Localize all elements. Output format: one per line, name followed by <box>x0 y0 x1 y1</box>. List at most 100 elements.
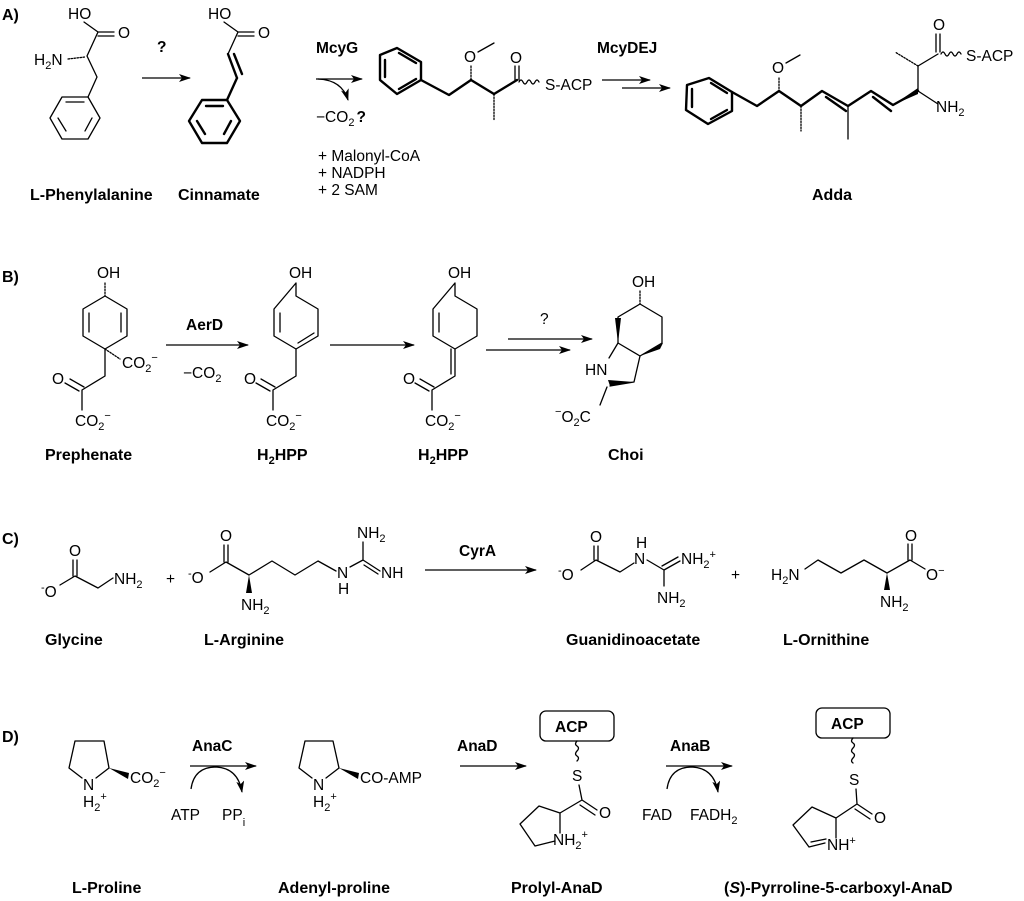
h2hpp-structure-2: OH O CO2− <box>403 265 478 433</box>
atom-label: O <box>69 543 81 560</box>
compound-name: L-Proline <box>72 880 141 897</box>
atom-label: S-ACP <box>966 48 1013 65</box>
atom-label: NH2 <box>241 597 270 617</box>
cofactor-arrow <box>190 766 245 793</box>
atom-label: O <box>403 371 415 388</box>
atom-label: O <box>52 371 64 388</box>
compound-name: Cinnamate <box>178 187 260 204</box>
atom-label: HO <box>208 6 231 23</box>
atom-label: N <box>83 777 94 794</box>
atom-label: O <box>772 60 784 77</box>
atom-label: S-ACP <box>545 77 592 94</box>
enzyme-label: McyDEJ <box>597 40 657 57</box>
cofactor-in: FAD <box>642 807 672 824</box>
atom-label: OH <box>97 265 120 282</box>
atom-label: S <box>572 768 582 785</box>
cofactor-out: FADH2 <box>690 807 737 827</box>
l-ornithine-structure: H2N O O− NH2 <box>771 528 945 614</box>
enzyme-label: McyG <box>316 40 358 57</box>
cofactor-out: PPi <box>222 807 245 829</box>
atom-label: CO2− <box>266 410 302 433</box>
panel-label: B) <box>2 269 19 286</box>
adda-structure: O NH2 O S-ACP <box>684 17 1013 140</box>
enzyme-label: ? <box>157 39 166 56</box>
panel-label: C) <box>2 531 19 548</box>
atom-label: NH+ <box>827 835 856 854</box>
atom-label: OH <box>632 274 655 291</box>
atom-label: CO2− <box>122 352 158 375</box>
atom-label: OH <box>448 265 471 282</box>
atom-label: H2+ <box>83 791 107 814</box>
compound-name: Prolyl-AnaD <box>511 880 603 897</box>
atom-label: O <box>933 17 945 34</box>
atom-label: OH <box>289 265 312 282</box>
atom-label: O <box>118 25 130 42</box>
enzyme-label: AnaD <box>457 738 497 755</box>
atom-label: CO2− <box>75 410 111 433</box>
atom-label: H2+ <box>313 791 337 814</box>
cofactor-label: + NADPH <box>318 165 386 182</box>
compound-name: Adenyl-proline <box>278 880 390 897</box>
l-proline-structure: N H2+ CO2− <box>68 740 166 814</box>
cinnamate-structure: HO O <box>187 6 270 145</box>
compound-name: (S)-Pyrroline-5-carboxyl-AnaD <box>724 880 953 897</box>
enzyme-label: ? <box>540 311 549 328</box>
adenyl-proline-structure: N H2+ CO-AMP <box>298 740 422 814</box>
enzyme-label: CyrA <box>459 543 496 560</box>
atom-label: O <box>244 371 256 388</box>
atom-label: O <box>905 528 917 545</box>
cofactor-label: + Malonyl-CoA <box>318 148 421 165</box>
side-product-arrow <box>317 78 349 101</box>
atom-label: −O2C <box>555 406 591 429</box>
atom-label: S <box>849 772 859 789</box>
panel-label: A) <box>2 7 19 24</box>
l-arginine-structure: O -O NH2 N H NH2 NH <box>188 525 403 617</box>
glycine-structure: O -O NH2 <box>41 543 143 601</box>
atom-label: -O <box>41 582 57 601</box>
atom-label: O <box>510 50 522 67</box>
atom-label: O <box>220 528 232 545</box>
guanidinoacetate-structure: O -O H N NH2+ NH2 <box>558 529 716 610</box>
atom-label: -O <box>558 565 574 584</box>
compound-name: Prephenate <box>45 447 132 464</box>
panel-b: B) OH CO2− O CO2− Prephenate AerD −CO2 O… <box>2 265 663 467</box>
atom-label: NH2 <box>936 99 965 119</box>
atom-label: CO2− <box>130 767 166 790</box>
atom-label: H2N <box>34 52 63 72</box>
plus-sign: + <box>731 567 740 584</box>
panel-d: D) N H2+ CO2− L-Proline AnaC ATP PPi N H… <box>2 707 953 897</box>
compound-name: L-Ornithine <box>783 632 869 649</box>
atom-label: O <box>590 529 602 546</box>
compound-name: Adda <box>812 187 852 204</box>
atom-label: HO <box>68 6 91 23</box>
enzyme-label: AnaB <box>670 738 710 755</box>
compound-name: Choi <box>608 447 644 464</box>
atom-label: H <box>636 535 647 552</box>
atom-label: N <box>634 551 645 568</box>
atom-label: O− <box>926 565 945 584</box>
compound-name: Glycine <box>45 632 103 649</box>
compound-name: H2HPP <box>257 447 308 467</box>
enzyme-label: AerD <box>186 317 223 334</box>
pyrroline-anad-structure: ACP S O NH+ <box>792 707 891 854</box>
panel-a: A) HO O H2N L-Phenylalanine ? HO O Cinna… <box>2 6 1013 204</box>
enzyme-label: AnaC <box>192 738 232 755</box>
mcyg-product-structure: O O S-ACP <box>378 42 592 121</box>
atom-label: NH2 <box>657 590 686 610</box>
atom-label: NH2 <box>357 525 386 545</box>
cofactor-label: + 2 SAM <box>318 182 378 199</box>
atom-label: NH <box>381 565 403 582</box>
compound-name: L-Arginine <box>204 632 284 649</box>
atom-label: CO2− <box>425 410 461 433</box>
atom-label: H2N <box>771 567 800 587</box>
cofactor-in: ATP <box>171 807 200 824</box>
side-product-label: −CO2? <box>316 109 366 129</box>
prephenate-structure: OH CO2− O CO2− <box>52 265 158 433</box>
atom-label: ACP <box>555 719 588 736</box>
atom-label: NH2+ <box>553 829 588 852</box>
compound-name: L-Phenylalanine <box>30 187 153 204</box>
l-phenylalanine-structure: HO O H2N <box>34 6 130 140</box>
atom-label: H <box>338 581 349 598</box>
cofactor-arrow <box>666 766 721 793</box>
